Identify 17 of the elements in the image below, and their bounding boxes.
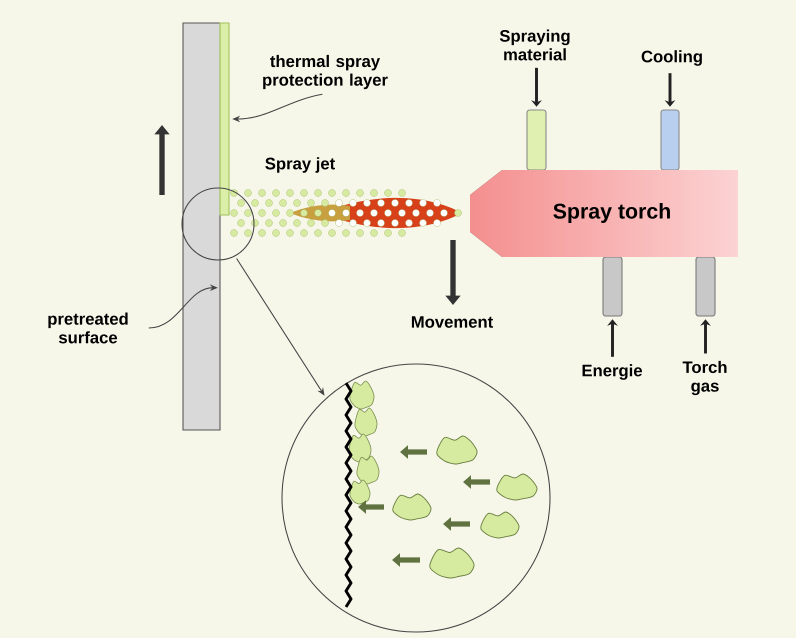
supply-tube [660, 109, 680, 171]
input-label: Torch gas [682, 360, 726, 396]
magnifier-circle [181, 187, 255, 261]
supply-tube [602, 256, 623, 317]
movement-label: Movement [412, 316, 494, 328]
supply-tube [695, 256, 716, 317]
input-label: Cooling [642, 50, 702, 66]
jet-label: Spray jet [265, 157, 335, 173]
input-label: Spraying material [500, 30, 570, 60]
spray-torch: Spray torch [470, 170, 738, 257]
input-label: Energie [582, 364, 642, 380]
substrate-plate [182, 22, 221, 431]
callout-text: thermal spray protection layer [263, 54, 388, 90]
callout-text: pretreated surface [48, 312, 128, 344]
supply-tube [526, 109, 547, 171]
coating-layer [219, 22, 230, 216]
magnified-view-circle [281, 363, 551, 633]
